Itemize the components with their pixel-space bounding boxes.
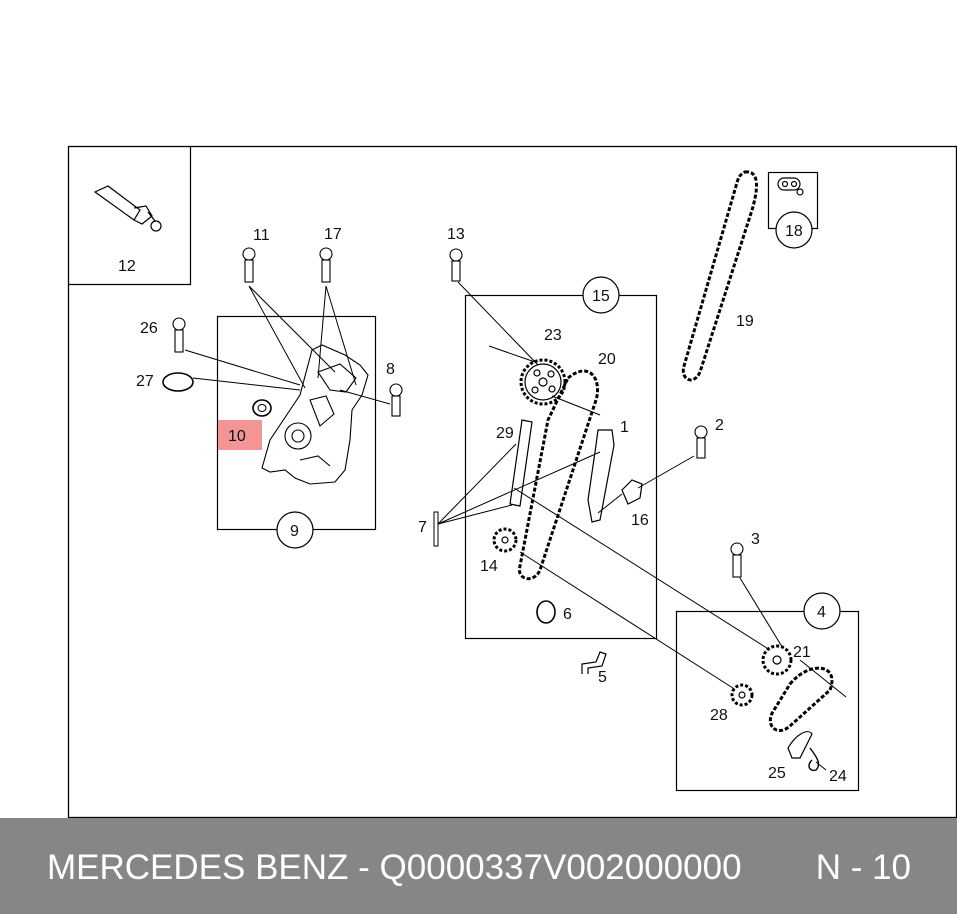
label-3: 3 xyxy=(751,531,760,548)
callout-circle-4[interactable] xyxy=(803,592,841,630)
pin-7-icon[interactable] xyxy=(433,511,439,547)
label-27: 27 xyxy=(136,373,154,390)
tensioner-25-icon[interactable] xyxy=(787,731,813,759)
footer-title: MERCEDES BENZ - Q0000337V002000000 xyxy=(47,848,742,887)
label-2: 2 xyxy=(715,417,724,434)
label-5: 5 xyxy=(598,669,607,686)
footer-bar: MERCEDES BENZ - Q0000337V002000000 N - 1… xyxy=(0,818,957,914)
label-19: 19 xyxy=(736,313,754,330)
group-box-15 xyxy=(464,294,658,640)
guide-rail-29-icon[interactable] xyxy=(509,419,533,507)
footer-page-number: N - 10 xyxy=(815,848,911,887)
leader-lines-9 xyxy=(184,285,391,405)
sealant-tube-icon[interactable] xyxy=(93,185,162,232)
bolt-2-icon[interactable] xyxy=(694,425,708,459)
callout-circle-9[interactable] xyxy=(276,511,314,549)
label-13: 13 xyxy=(447,226,465,243)
label-17: 17 xyxy=(324,226,342,243)
label-28: 28 xyxy=(710,707,728,724)
label-10: 10 xyxy=(228,428,246,445)
chain-link-icon[interactable] xyxy=(777,177,804,196)
leader-lines-15 xyxy=(437,281,771,691)
sprocket-28-icon[interactable] xyxy=(730,683,754,707)
label-26: 26 xyxy=(140,320,158,337)
label-4: 4 xyxy=(817,604,826,621)
sprocket-21-icon[interactable] xyxy=(761,644,793,676)
bolt-26-icon[interactable] xyxy=(172,317,186,353)
timing-chain-icon[interactable] xyxy=(517,369,599,581)
label-21: 21 xyxy=(793,644,811,661)
label-20: 20 xyxy=(598,351,616,368)
oil-pump-drive-chain-icon[interactable] xyxy=(768,666,834,733)
highlight-part-10[interactable] xyxy=(218,420,262,450)
label-18: 18 xyxy=(785,223,803,240)
camshaft-sprocket-icon[interactable] xyxy=(519,358,567,406)
label-6: 6 xyxy=(563,606,572,623)
label-24: 24 xyxy=(829,768,847,785)
o-ring-27-icon[interactable] xyxy=(162,372,194,392)
label-1: 1 xyxy=(620,419,629,436)
label-23: 23 xyxy=(544,327,562,344)
label-25: 25 xyxy=(768,765,786,782)
bolt-13-icon[interactable] xyxy=(449,248,463,282)
label-9: 9 xyxy=(290,523,299,540)
front-cover-icon[interactable] xyxy=(261,344,369,485)
seal-ring-icon[interactable] xyxy=(252,399,272,417)
o-ring-6-icon[interactable] xyxy=(536,600,556,624)
label-16: 16 xyxy=(631,512,649,529)
callout-circle-15[interactable] xyxy=(582,276,620,314)
chain-tensioner-icon[interactable] xyxy=(621,479,643,505)
spring-24-icon[interactable] xyxy=(808,747,820,772)
oil-pump-chain-icon[interactable] xyxy=(681,170,758,382)
bolt-8-icon[interactable] xyxy=(389,383,403,417)
tensioner-rail-icon[interactable] xyxy=(587,429,615,523)
diagram-frame xyxy=(67,145,957,818)
crank-sprocket-14-icon[interactable] xyxy=(492,527,518,553)
callout-circle-18[interactable] xyxy=(775,211,813,249)
group-box-4 xyxy=(675,610,860,792)
bolt-11-icon[interactable] xyxy=(242,247,256,283)
clip-5-icon[interactable] xyxy=(581,651,607,674)
parts-diagram: 12 9 10 27 26 11 17 8 xyxy=(67,145,957,818)
label-12: 12 xyxy=(118,258,136,275)
inset-box-12 xyxy=(68,146,192,286)
label-8: 8 xyxy=(386,361,395,378)
label-11: 11 xyxy=(253,227,270,244)
label-29: 29 xyxy=(496,425,514,442)
label-14: 14 xyxy=(480,558,498,575)
bolt-3-icon[interactable] xyxy=(730,542,744,578)
label-7: 7 xyxy=(418,519,427,536)
bolt-17-icon[interactable] xyxy=(319,247,333,283)
label-15: 15 xyxy=(592,288,610,305)
